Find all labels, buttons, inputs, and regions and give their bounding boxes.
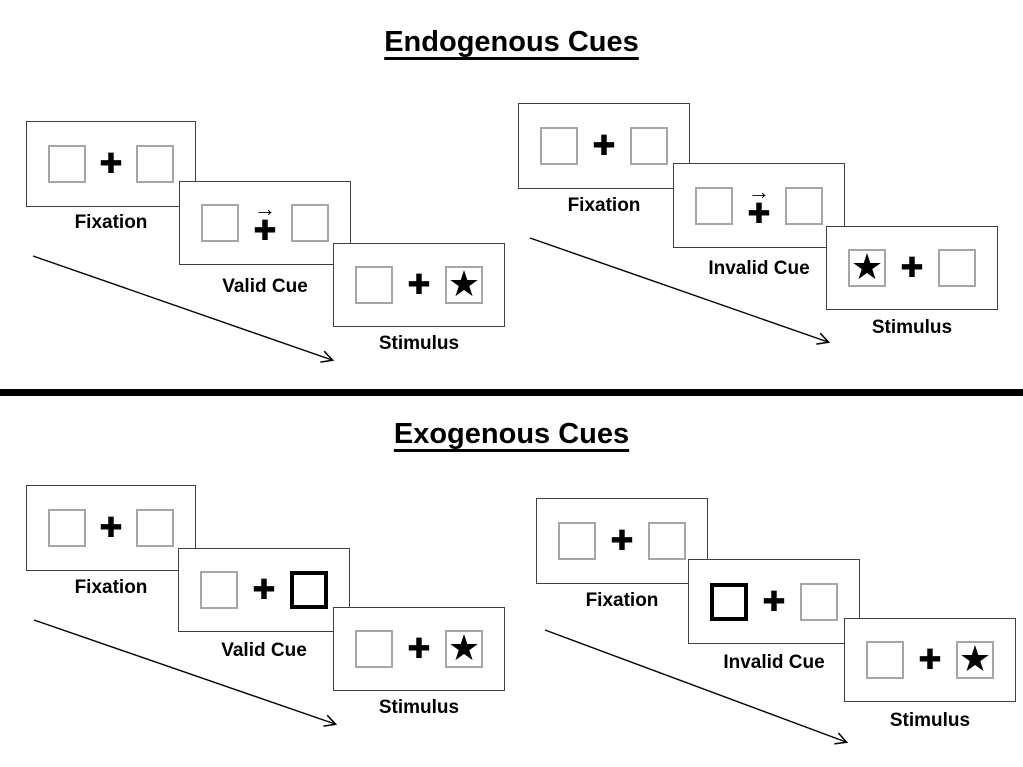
right-placeholder-box (938, 249, 976, 287)
fixation-cross-icon: ✚ (253, 215, 277, 246)
panel-label-fixation: Fixation (74, 577, 148, 598)
right-target-box: ★ (956, 637, 994, 679)
right-placeholder-box (136, 509, 174, 547)
sequence-arrow (33, 619, 338, 727)
fixation-cross: ✚ (900, 254, 923, 282)
sequence-arrow (32, 255, 335, 363)
panel-label-stimulus: Stimulus (889, 710, 971, 731)
endogenous-invalid-stimulus-panel: ★ ✚ (826, 226, 998, 310)
sequence-arrow (544, 629, 849, 745)
central-cue: → ✚ (253, 196, 277, 246)
panel-label-stimulus: Stimulus (378, 697, 460, 718)
section-title-endogenous: Endogenous Cues (384, 26, 639, 58)
fixation-cross: ✚ (252, 576, 275, 604)
panel-label-stimulus: Stimulus (871, 317, 953, 338)
fixation-cross: ✚ (99, 514, 122, 542)
exogenous-valid-stimulus-panel: ✚ ★ (333, 607, 505, 691)
fixation-cross-icon: ✚ (592, 130, 616, 161)
section-title-exogenous: Exogenous Cues (393, 418, 630, 450)
fixation-cross-icon: ✚ (252, 574, 276, 605)
right-placeholder-box (136, 145, 174, 183)
right-placeholder-box (291, 204, 329, 242)
fixation-cross-icon: ✚ (918, 644, 942, 675)
right-placeholder-box (648, 522, 686, 560)
fixation-cross-icon: ✚ (99, 148, 123, 179)
panel-label-invalid-cue: Invalid Cue (723, 652, 825, 673)
endogenous-invalid-fixation-panel: ✚ (518, 103, 690, 189)
panel-label-fixation: Fixation (585, 590, 659, 611)
panel-label-fixation: Fixation (567, 195, 641, 216)
left-placeholder-box (540, 127, 578, 165)
fixation-cross: ✚ (918, 646, 941, 674)
fixation-cross: ✚ (407, 635, 430, 663)
endogenous-valid-stimulus-panel: ✚ ★ (333, 243, 505, 327)
panel-label-stimulus: Stimulus (378, 333, 460, 354)
cue-arrow-icon: → (748, 178, 770, 204)
exogenous-invalid-stimulus-panel: ✚ ★ (844, 618, 1016, 702)
left-placeholder-box (558, 522, 596, 560)
fixation-cross-icon: ✚ (407, 269, 431, 300)
right-target-box: ★ (445, 626, 483, 668)
fixation-cross-icon: ✚ (747, 197, 771, 229)
fixation-cross: ✚ (99, 150, 122, 178)
target-star-icon: ★ (958, 637, 992, 679)
target-star-icon: ★ (447, 626, 481, 668)
target-star-icon: ★ (447, 262, 481, 304)
right-placeholder-box (800, 582, 838, 621)
right-placeholder-box (785, 186, 823, 225)
panel-label-invalid-cue: Invalid Cue (708, 258, 810, 279)
right-placeholder-box (630, 127, 668, 165)
fixation-cross: ✚ (407, 271, 430, 299)
exogenous-valid-fixation-panel: ✚ (26, 485, 196, 571)
sequence-arrow (529, 237, 831, 345)
target-star-icon: ★ (850, 245, 884, 287)
right-target-box: ★ (445, 262, 483, 304)
left-placeholder-box (866, 641, 904, 679)
fixation-cross: ✚ (610, 527, 633, 555)
left-placeholder-box (355, 630, 393, 668)
fixation-cross: ✚ (592, 132, 615, 160)
left-placeholder-box (201, 204, 239, 242)
cue-arrow-icon: → (254, 196, 276, 221)
endogenous-invalid-cue-panel: → ✚ (673, 163, 845, 248)
left-placeholder-box (48, 509, 86, 547)
endogenous-valid-fixation-panel: ✚ (26, 121, 196, 207)
highlighted-cue-box (290, 571, 328, 609)
left-placeholder-box (695, 186, 733, 225)
endogenous-valid-cue-panel: → ✚ (179, 181, 351, 265)
panel-label-valid-cue: Valid Cue (222, 276, 308, 297)
exogenous-valid-cue-panel: ✚ (178, 548, 350, 632)
left-placeholder-box (200, 571, 238, 609)
panel-label-valid-cue: Valid Cue (221, 640, 307, 661)
section-divider (0, 389, 1023, 396)
exogenous-invalid-cue-panel: ✚ (688, 559, 860, 644)
fixation-cross-icon: ✚ (762, 585, 786, 617)
left-target-box: ★ (848, 245, 886, 287)
fixation-cross-icon: ✚ (900, 252, 924, 283)
left-placeholder-box (48, 145, 86, 183)
central-cue: → ✚ (747, 178, 771, 229)
exogenous-invalid-fixation-panel: ✚ (536, 498, 708, 584)
left-placeholder-box (355, 266, 393, 304)
fixation-cross-icon: ✚ (99, 512, 123, 543)
panel-label-fixation: Fixation (74, 212, 148, 233)
fixation-cross-icon: ✚ (610, 525, 634, 556)
highlighted-cue-box (710, 582, 748, 621)
fixation-cross-icon: ✚ (407, 633, 431, 664)
fixation-cross: ✚ (762, 585, 786, 617)
